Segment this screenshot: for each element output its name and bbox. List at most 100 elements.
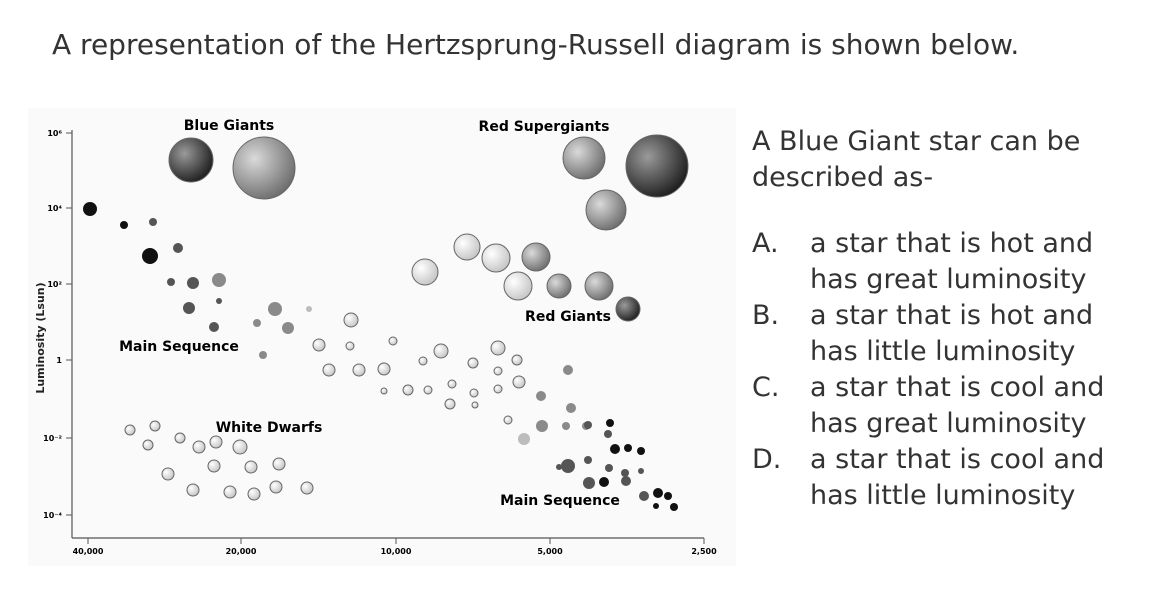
star-dot xyxy=(402,384,414,396)
y-tick: 10⁻⁴ xyxy=(43,511,62,520)
star-dot xyxy=(232,439,248,455)
option-c[interactable]: C. a star that is cool and has great lum… xyxy=(752,370,1132,442)
star-dot xyxy=(546,273,572,299)
star-dot xyxy=(168,137,214,183)
option-a[interactable]: A. a star that is hot and has great lumi… xyxy=(752,226,1132,298)
option-letter: C. xyxy=(752,372,780,403)
star-dot xyxy=(493,366,503,376)
star-dot xyxy=(481,243,511,273)
star-dot xyxy=(244,460,258,474)
star-dot xyxy=(209,435,223,449)
star-dot xyxy=(183,302,195,314)
x-tick: 5,000 xyxy=(537,547,563,556)
star-dot xyxy=(503,415,513,425)
x-ticks: 40,000 20,000 10,000 5,000 2,500 xyxy=(73,538,717,556)
star-dot xyxy=(664,492,672,500)
star-dot xyxy=(253,319,261,327)
star-dot xyxy=(212,273,226,287)
star-dot xyxy=(585,189,627,231)
star-dot xyxy=(388,336,398,346)
star-dot xyxy=(300,481,314,495)
question-intro: A representation of the Hertzsprung-Russ… xyxy=(52,28,1020,61)
star-dot xyxy=(142,248,158,264)
y-tick: 10² xyxy=(47,280,62,289)
option-b[interactable]: B. a star that is hot and has little lum… xyxy=(752,298,1132,370)
star-dot xyxy=(599,477,609,487)
star-dot xyxy=(566,403,576,413)
star-dot xyxy=(312,338,326,352)
x-tick: 20,000 xyxy=(226,547,257,556)
label-main-sequence-left: Main Sequence xyxy=(119,339,239,355)
star-dot xyxy=(282,322,294,334)
star-dot xyxy=(306,306,312,312)
star-dot xyxy=(83,202,97,216)
star-dot xyxy=(490,340,506,356)
star-dot xyxy=(584,271,614,301)
y-tick: 10⁻² xyxy=(43,434,62,443)
star-dot xyxy=(562,136,606,180)
option-letter: B. xyxy=(752,300,780,331)
x-tick: 40,000 xyxy=(73,547,104,556)
star-dot xyxy=(637,447,645,455)
star-dot xyxy=(120,221,128,229)
star-dot xyxy=(556,464,562,470)
star-dot xyxy=(377,362,391,376)
star-dot xyxy=(418,356,428,366)
star-dot xyxy=(605,464,613,472)
star-dot xyxy=(259,351,267,359)
star-dot xyxy=(518,433,530,445)
star-dot xyxy=(469,388,479,398)
star-dot xyxy=(380,387,388,395)
x-tick: 10,000 xyxy=(381,547,412,556)
star-dot xyxy=(343,312,359,328)
label-white-dwarfs: White Dwarfs xyxy=(216,420,323,436)
star-dot xyxy=(561,459,575,473)
star-dot xyxy=(149,218,157,226)
question-text: A Blue Giant star can be described as- xyxy=(752,126,1081,193)
star-dot xyxy=(521,242,551,272)
star-dot xyxy=(192,440,206,454)
option-d[interactable]: D. a star that is cool and has little lu… xyxy=(752,442,1132,514)
star-dot xyxy=(447,379,457,389)
star-dot xyxy=(562,422,570,430)
star-dot xyxy=(207,459,221,473)
star-dot xyxy=(174,432,186,444)
stars xyxy=(83,134,689,511)
star-dot xyxy=(653,488,663,498)
star-dot xyxy=(536,391,546,401)
star-dot xyxy=(621,476,631,486)
star-dot xyxy=(653,503,659,509)
star-dot xyxy=(187,277,199,289)
option-text: a star that is hot and has little lumino… xyxy=(810,300,1094,367)
star-dot xyxy=(584,456,592,464)
star-dot xyxy=(511,354,523,366)
y-tick: 10⁶ xyxy=(47,129,62,138)
star-dot xyxy=(322,363,336,377)
star-dot xyxy=(583,477,595,489)
star-dot xyxy=(615,296,641,322)
y-tick: 10⁴ xyxy=(47,204,62,213)
star-dot xyxy=(269,480,283,494)
option-letter: D. xyxy=(752,444,782,475)
star-dot xyxy=(625,134,689,198)
star-dot xyxy=(493,384,503,394)
star-dot xyxy=(444,398,456,410)
star-dot xyxy=(471,401,479,409)
star-dot xyxy=(606,419,614,427)
star-dot xyxy=(670,503,678,511)
label-red-supergiants: Red Supergiants xyxy=(479,119,610,135)
y-axis-label: Luminosity (Lsun) xyxy=(34,282,47,393)
star-dot xyxy=(411,258,439,286)
option-text: a star that is cool and has great lumino… xyxy=(810,372,1105,439)
label-blue-giants: Blue Giants xyxy=(184,118,275,134)
star-dot xyxy=(638,468,644,474)
star-dot xyxy=(272,457,286,471)
star-dot xyxy=(223,485,237,499)
star-dot xyxy=(536,420,548,432)
star-dot xyxy=(161,467,175,481)
star-dot xyxy=(216,298,222,304)
star-dot xyxy=(149,420,161,432)
star-dot xyxy=(173,243,183,253)
star-dot xyxy=(209,322,219,332)
star-dot xyxy=(639,491,649,501)
